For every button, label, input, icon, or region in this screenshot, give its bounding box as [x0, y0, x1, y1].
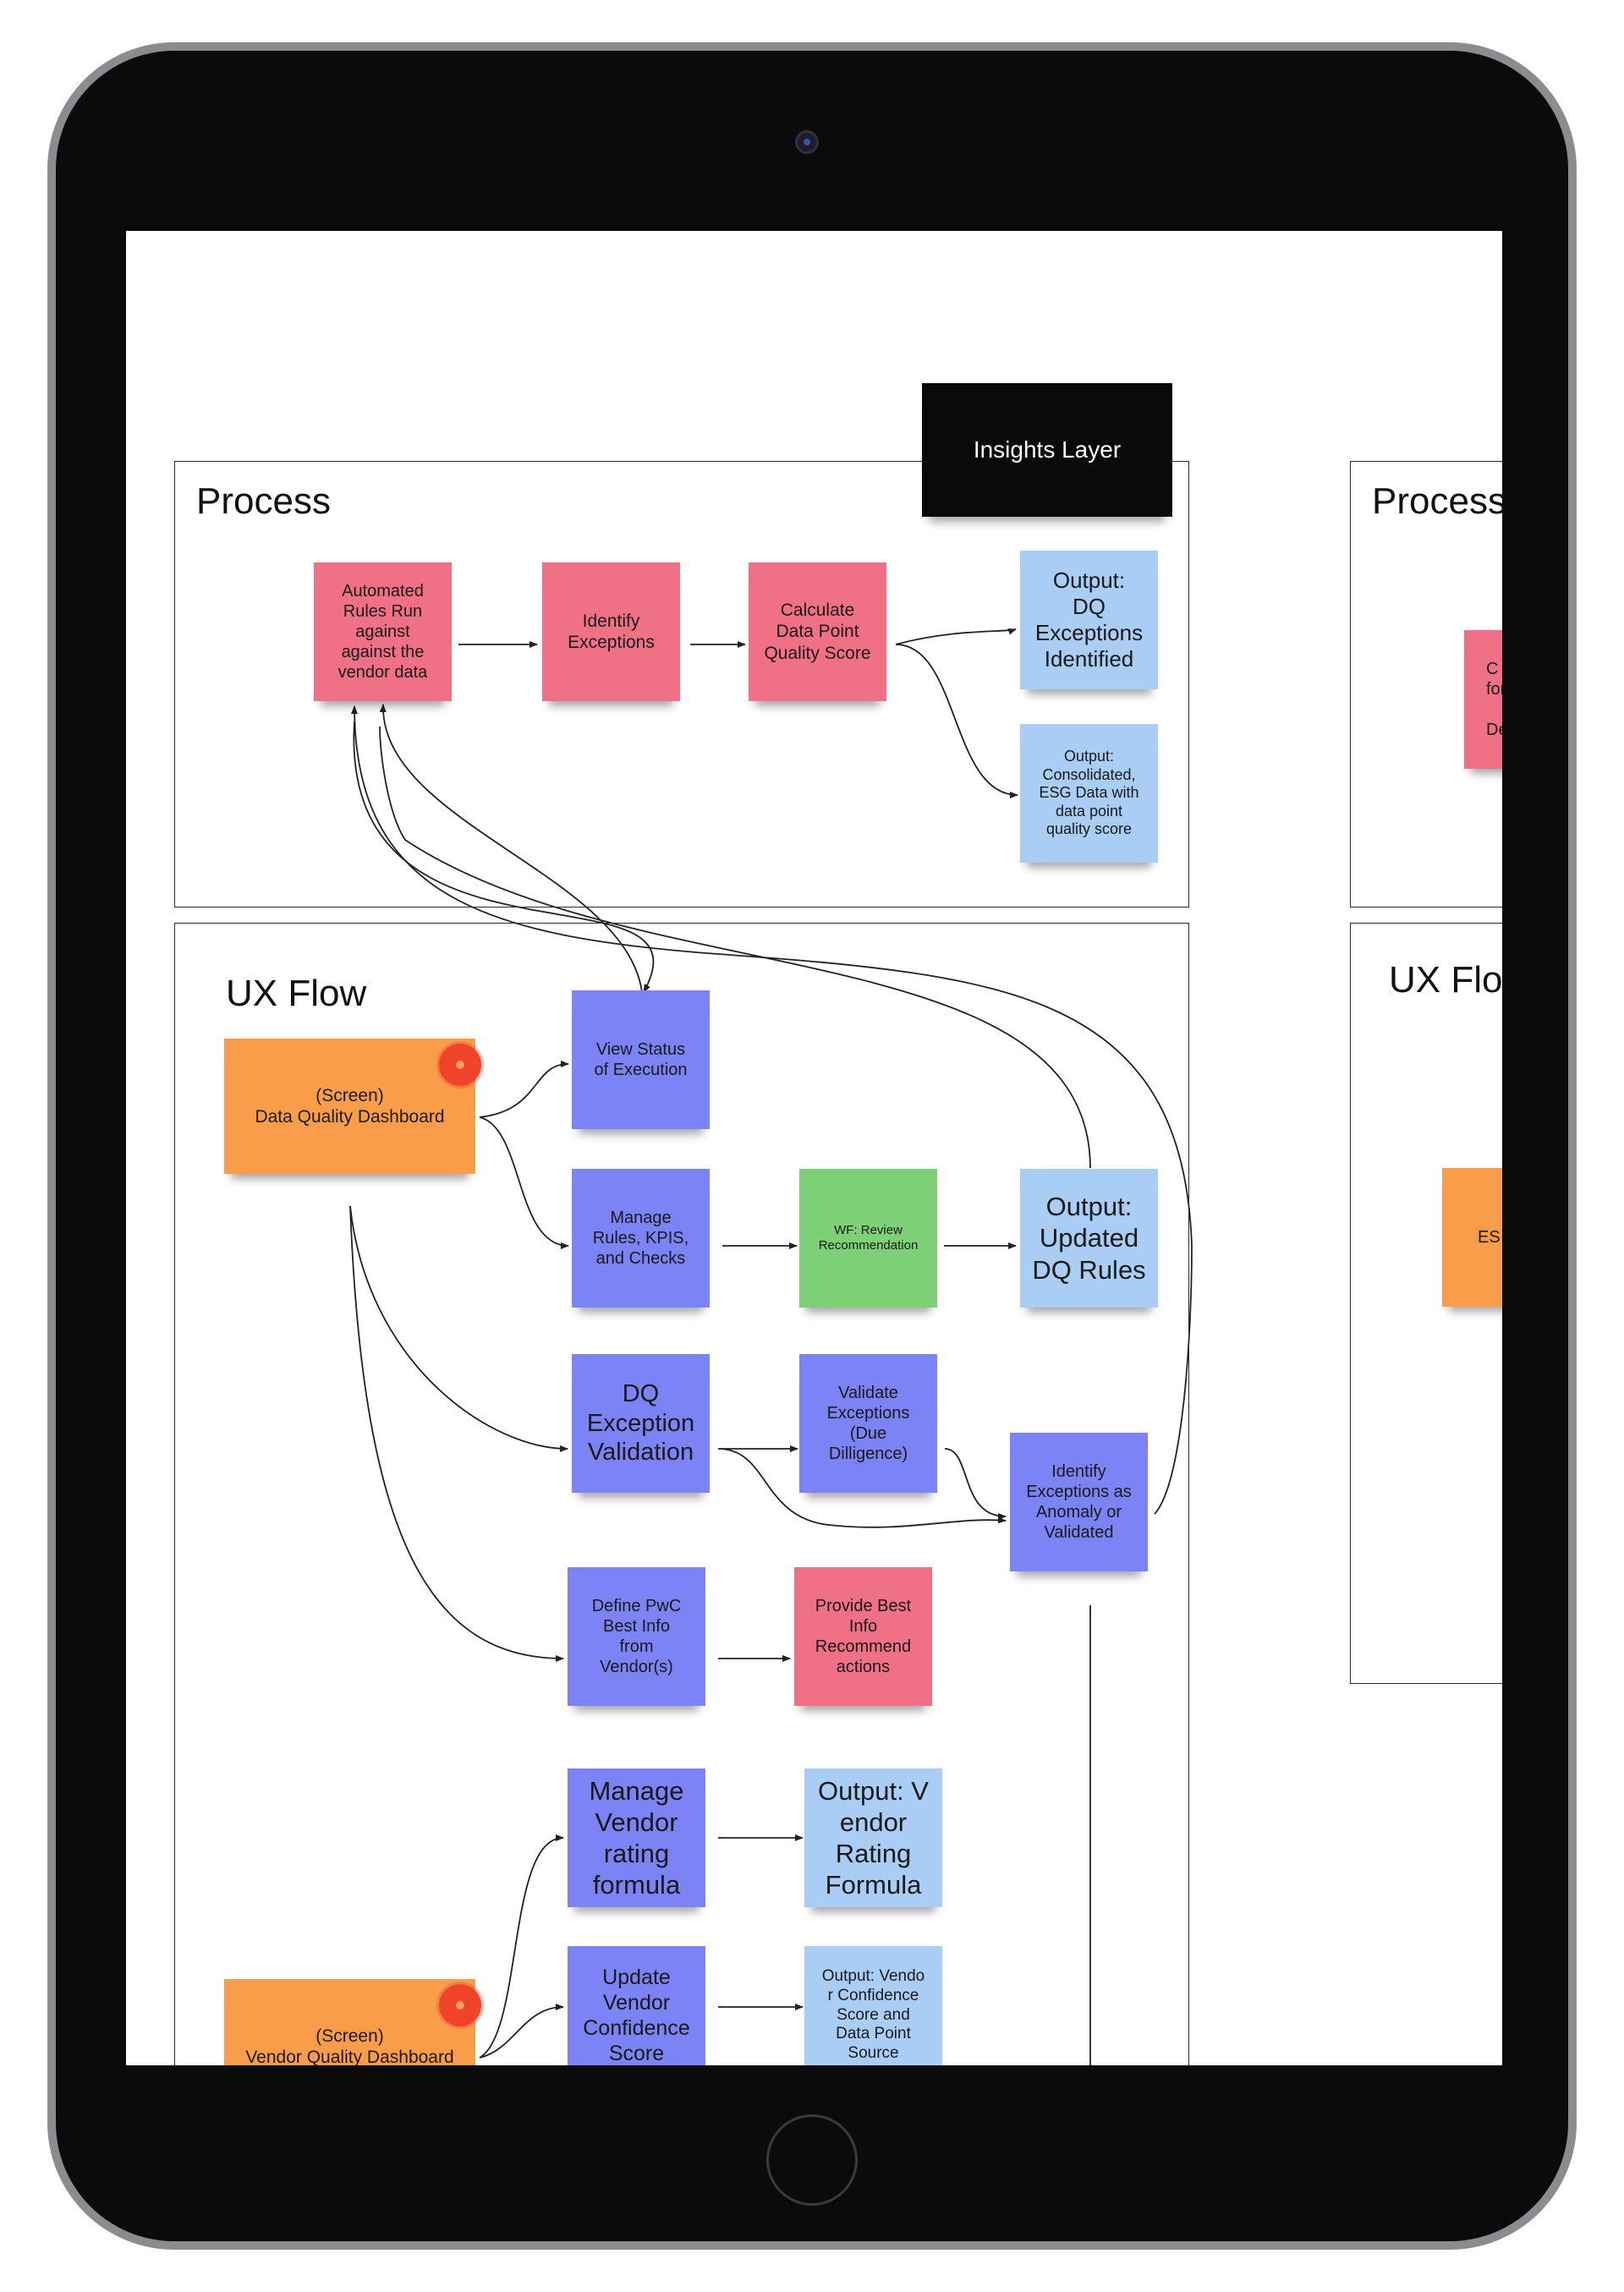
note-validate-exceptions[interactable]: Validate Exceptions (Due Dilligence) — [799, 1354, 937, 1493]
note-output-dq-exceptions[interactable]: Output: DQ Exceptions Identified — [1020, 551, 1158, 689]
process-frame-2-title: Process — [1372, 480, 1502, 522]
note-provide-best[interactable]: Provide Best Info Recommend actions — [794, 1567, 932, 1706]
whiteboard-canvas[interactable]: Process UX Flow Process UX Flo Insights … — [126, 231, 1502, 2065]
marker-dq-dashboard[interactable] — [439, 1044, 481, 1086]
note-identify-exceptions[interactable]: Identify Exceptions — [542, 562, 680, 701]
arrow-dq-validation-to-identify-anomaly — [717, 1448, 1007, 1528]
arrow-ux-to-automated-3 — [351, 705, 1193, 1515]
ux-flow-frame-2-title: UX Flo — [1389, 959, 1502, 1001]
note-update-confidence[interactable]: Update Vendor Confidence Score — [568, 1946, 705, 2065]
process-frame-title: Process — [196, 480, 331, 522]
note-output-dq-rules[interactable]: Output: Updated DQ Rules — [1020, 1169, 1158, 1308]
arrow-vendor-dashboard-to-manage-vendor — [479, 1834, 564, 2059]
note-automated-rules[interactable]: Automated Rules Run against against the … — [314, 562, 452, 701]
note-output-consolidated[interactable]: Output: Consolidated, ESG Data with data… — [1020, 724, 1158, 863]
home-button[interactable] — [766, 2114, 858, 2206]
process-frame-2: Process — [1350, 461, 1502, 907]
ux-flow-frame: UX Flow — [174, 923, 1189, 2065]
note-output-confidence[interactable]: Output: Vendo r Confidence Score and Dat… — [804, 1946, 942, 2065]
arrow-ux-to-automated-2 — [379, 726, 1091, 1169]
insights-layer-label[interactable]: Insights Layer — [922, 383, 1172, 517]
arrow-dashboard-to-dq-validation — [349, 1205, 568, 1452]
arrow-calculate-to-output-dq — [895, 628, 1017, 645]
arrow-validate-to-identify-anomaly — [944, 1448, 1007, 1520]
note-manage-rules[interactable]: Manage Rules, KPIS, and Checks — [572, 1169, 710, 1308]
arrow-calculate-to-output-consolidated — [895, 644, 1018, 798]
note-output-vendor-formula[interactable]: Output: V endor Rating Formula — [804, 1768, 942, 1907]
note-manage-vendor-formula[interactable]: Manage Vendor rating formula — [568, 1768, 705, 1907]
connectors — [349, 628, 1193, 2065]
arrow-dashboard-to-manage-rules — [479, 1116, 569, 1249]
arrow-vendor-dashboard-to-update-confidence — [479, 2004, 564, 2059]
marker-vendor-dashboard[interactable] — [439, 1984, 481, 2026]
note-vendor-dashboard-screen[interactable]: (Screen) Vendor Quality Dashboard — [224, 1979, 475, 2065]
note-view-status[interactable]: View Status of Execution — [572, 990, 710, 1129]
note-identify-anomaly[interactable]: Identify Exceptions as Anomaly or Valida… — [1010, 1433, 1148, 1571]
ux-flow-frame-2: UX Flo — [1350, 923, 1502, 1684]
note-right-partial-pink[interactable]: C for De — [1464, 630, 1502, 769]
note-calculate-score[interactable]: Calculate Data Point Quality Score — [749, 562, 886, 701]
arrow-dashboard-to-view-status — [479, 1061, 569, 1118]
arrow-dashboard-to-define-pwc — [349, 1205, 564, 1662]
note-dq-dashboard-screen[interactable]: (Screen) Data Quality Dashboard — [224, 1039, 475, 1174]
arrow-ux-to-automated-1 — [379, 704, 643, 993]
camera-icon — [795, 130, 819, 154]
note-right-partial-orange[interactable]: ES — [1442, 1168, 1502, 1307]
note-wf-review[interactable]: WF: Review Recommendation — [799, 1169, 937, 1308]
note-define-pwc[interactable]: Define PwC Best Info from Vendor(s) — [568, 1567, 705, 1706]
ux-flow-frame-title: UX Flow — [226, 973, 367, 1014]
process-frame: Process — [174, 461, 1189, 907]
arrow-automated-to-view-status — [353, 721, 655, 993]
note-dq-exception-validation[interactable]: DQ Exception Validation — [572, 1354, 710, 1493]
